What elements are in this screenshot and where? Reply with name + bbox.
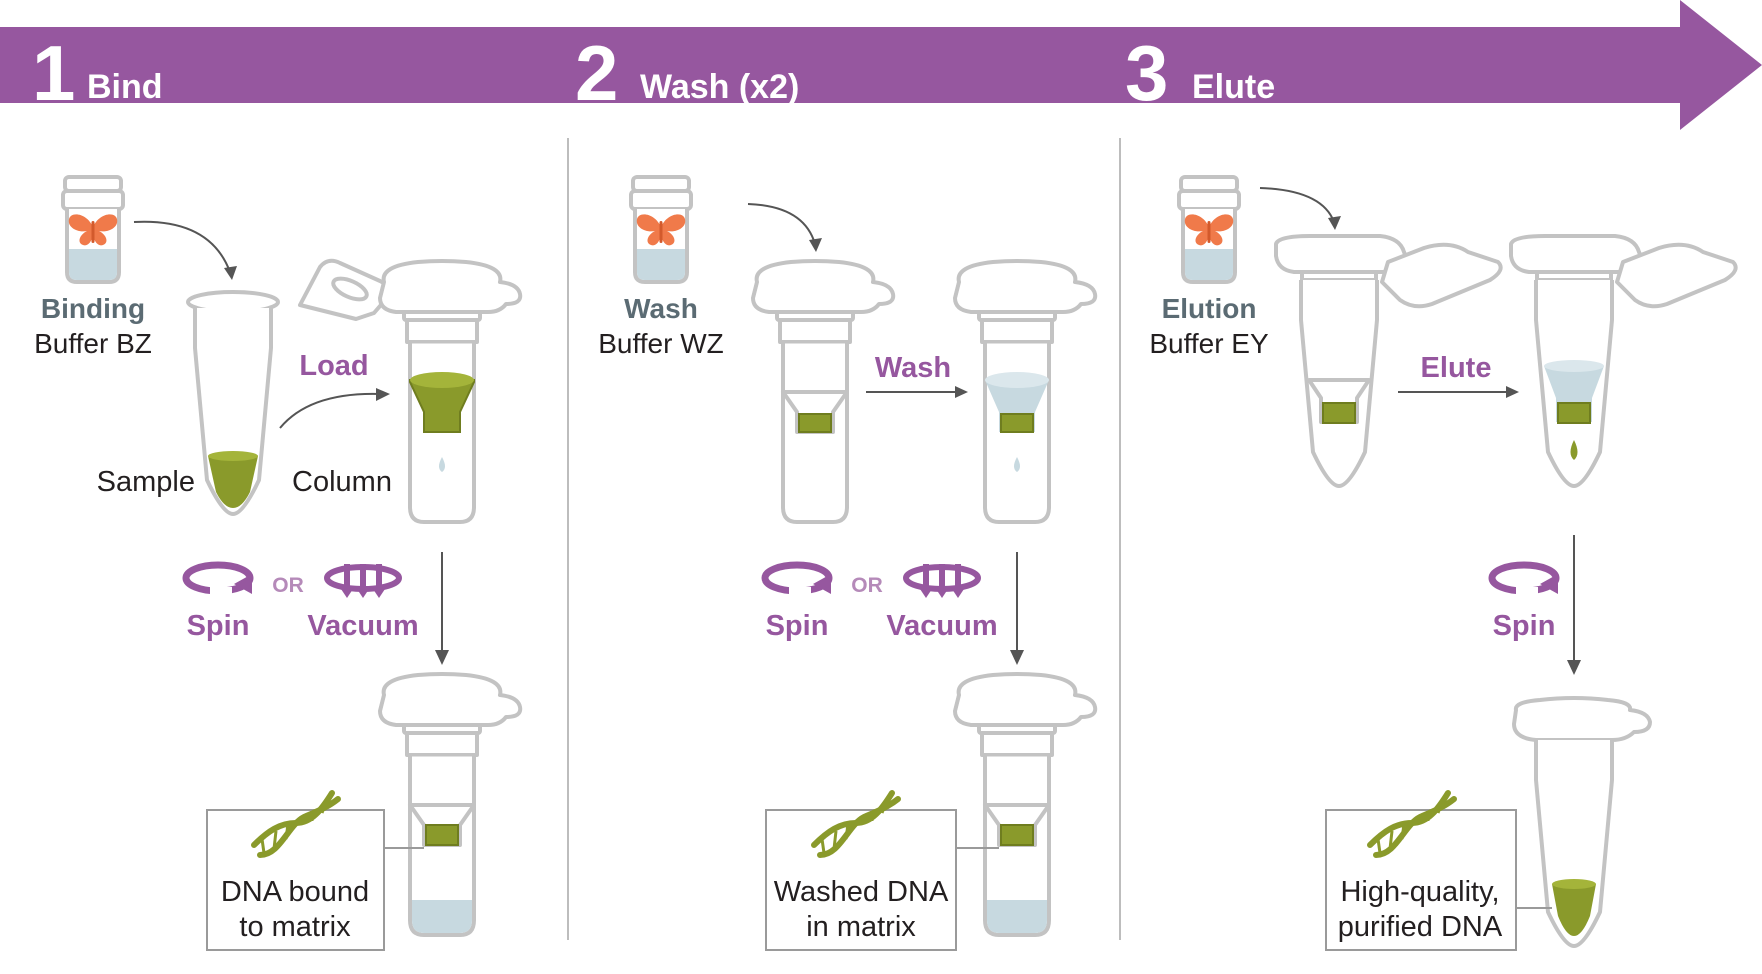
binding-buffer-name: Binding (41, 293, 145, 324)
vacuum-icon (327, 564, 399, 598)
step-banner: 1 Bind 2 Wash (x2) 3 Elute (0, 0, 1762, 130)
spin-label: Spin (1493, 610, 1556, 642)
step-title-elute: Elute (1192, 68, 1275, 106)
vacuum-icon (906, 564, 978, 598)
elution-buffer-code: Buffer EY (1149, 328, 1269, 359)
column-in-microtube (1274, 234, 1503, 488)
step-title-wash: Wash (x2) (640, 68, 799, 106)
column-label: Column (292, 466, 392, 498)
load-label: Load (299, 350, 368, 382)
binding-buffer-code: Buffer BZ (34, 328, 152, 359)
step-number-1: 1 (32, 29, 75, 117)
vacuum-label: Vacuum (307, 610, 418, 642)
load-arrow (279, 392, 381, 429)
result-line-2: to matrix (239, 911, 351, 943)
tube-purified-dna (1512, 696, 1652, 948)
spin-icon (765, 565, 831, 595)
spin-icon (1492, 565, 1558, 595)
spin-icon (186, 565, 252, 595)
or-label: OR (851, 574, 883, 597)
buffer-arrow-3 (1259, 187, 1335, 223)
elute-label: Elute (1421, 352, 1492, 384)
result-line-2: in matrix (806, 911, 916, 943)
column-eluting (1509, 234, 1738, 488)
step-1-bind: Binding Buffer BZ Sample Load Column Spi… (34, 175, 523, 951)
purified-dna-box (1325, 809, 1517, 951)
wash-buffer-name: Wash (624, 293, 698, 324)
sample-label: Sample (97, 466, 195, 498)
step-3-elute: Elution Buffer EY Elute Spin (1149, 175, 1738, 951)
step-2-wash: Wash Buffer WZ Wash Spin OR Vacuum (598, 175, 1098, 951)
elution-buffer-bottle (1177, 175, 1241, 284)
or-label: OR (272, 574, 304, 597)
dna-bound-box (206, 809, 385, 951)
spin-label: Spin (187, 610, 250, 642)
buffer-arrow-2 (747, 203, 816, 245)
binding-buffer-bottle (61, 175, 125, 284)
wash-buffer-code: Buffer WZ (598, 328, 724, 359)
wash-buffer-bottle (629, 175, 693, 284)
step-title-bind: Bind (87, 68, 163, 106)
vacuum-label: Vacuum (886, 610, 997, 642)
column-before-wash (751, 259, 896, 524)
column-washed (953, 672, 1098, 937)
result-line-1: Washed DNA (774, 876, 949, 908)
wash-label: Wash (875, 352, 951, 384)
spin-label: Spin (766, 610, 829, 642)
step-number-2: 2 (575, 29, 618, 117)
column-washing (953, 259, 1098, 524)
washed-dna-box (765, 809, 957, 951)
buffer-arrow-1 (133, 220, 231, 273)
result-line-1: High-quality, (1340, 876, 1499, 908)
elution-buffer-name: Elution (1162, 293, 1257, 324)
column-dna-bound (378, 672, 523, 937)
sample-tube (186, 258, 390, 516)
column-loaded (378, 259, 523, 524)
step-number-3: 3 (1125, 29, 1168, 117)
result-line-2: purified DNA (1338, 911, 1503, 943)
banner-arrow (0, 0, 1762, 130)
result-line-1: DNA bound (221, 876, 369, 908)
